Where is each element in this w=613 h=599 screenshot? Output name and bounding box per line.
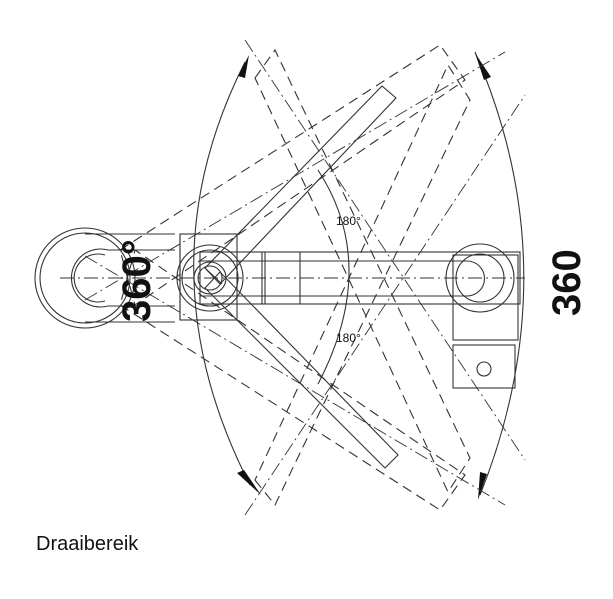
arrow-down-left-icon <box>237 470 261 495</box>
arrow-down-right-icon <box>478 472 487 500</box>
rotated-arm-outlines <box>119 44 471 511</box>
right-rotation-arc <box>474 51 525 500</box>
spout-arm-diagonal-down <box>204 271 399 469</box>
arrow-up-right-icon <box>475 53 491 80</box>
inner-180-arc <box>317 169 350 385</box>
center-lines <box>60 39 526 516</box>
diagram-caption: Draaibereik <box>36 533 139 555</box>
outer-rotation-label: 360 <box>545 249 589 316</box>
upper-angle-label: 180° <box>336 214 361 228</box>
spout-arm-diagonal-up <box>204 85 397 285</box>
lower-angle-label: 180° <box>336 331 361 345</box>
base-rotation-label: 360° <box>115 239 159 322</box>
right-mount-block <box>452 254 519 389</box>
arrow-up-left-icon <box>238 55 249 78</box>
left-rotation-arc <box>193 55 261 495</box>
mount-hole-icon <box>476 361 492 377</box>
